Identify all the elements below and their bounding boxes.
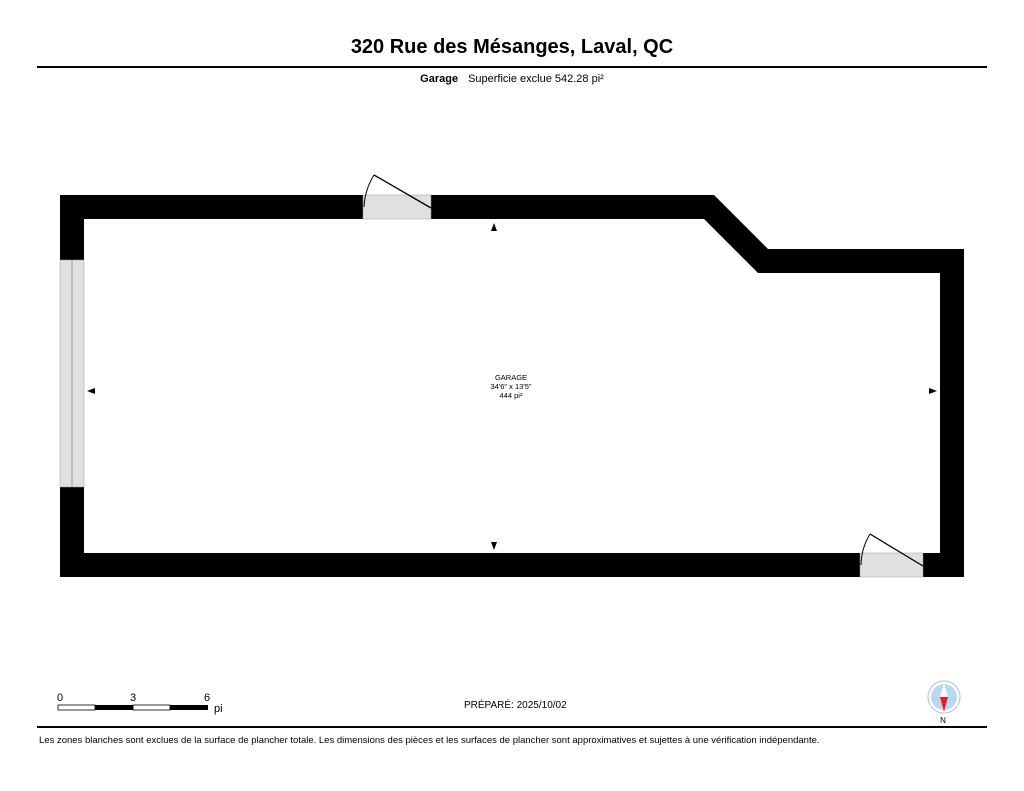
floor-label: Garage	[420, 73, 459, 85]
dimension-arrow-right	[929, 388, 937, 394]
window-left	[59, 259, 85, 488]
scale-bar: 0 3 6 pi	[57, 692, 223, 715]
dimension-arrow-left	[87, 388, 95, 394]
subtitle: Garage Superficie exclue 542.28 pi²	[0, 73, 1024, 85]
prepared-date: PRÉPARÉ: 2025/10/02	[464, 700, 567, 711]
divider	[37, 66, 987, 68]
scale-tick: 0	[57, 692, 63, 704]
dimension-arrow-down	[491, 542, 497, 550]
room-name: GARAGE	[495, 373, 527, 382]
divider	[37, 726, 987, 728]
scale-tick: 6	[204, 692, 210, 704]
scale-unit: pi	[214, 703, 223, 715]
door-top	[362, 174, 432, 220]
disclaimer-note: Les zones blanches sont exclues de la su…	[39, 735, 820, 746]
page-title: 320 Rue des Mésanges, Laval, QC	[350, 36, 674, 58]
room-area: 444 pi²	[500, 391, 523, 400]
compass-north-label: N	[940, 716, 946, 725]
door-bottom-right	[859, 533, 924, 578]
dimension-arrow-up	[491, 223, 497, 231]
compass-icon: N	[927, 680, 961, 725]
excluded-area: Superficie exclue 542.28 pi²	[468, 73, 604, 85]
scale-tick: 3	[130, 692, 136, 704]
room-dimensions: 34'6" x 13'5"	[490, 382, 531, 391]
